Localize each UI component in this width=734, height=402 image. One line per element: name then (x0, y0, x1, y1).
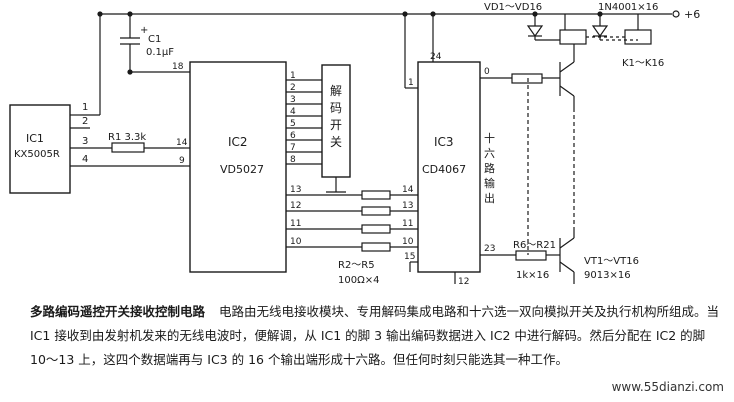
capacitor-polarity: + (140, 25, 148, 36)
dip-pin-7: 7 (290, 143, 296, 153)
ic1-pin-2: 2 (82, 116, 88, 127)
ic2-pin-11: 11 (290, 219, 301, 229)
dip-pin-5: 5 (290, 119, 296, 129)
r6-r21-value: 1k×16 (516, 270, 549, 281)
dip-pin-8: 8 (290, 155, 296, 165)
ic3-name: IC3 (434, 135, 454, 149)
ic3-pin-15: 15 (404, 252, 415, 262)
r2-r5-value: 100Ω×4 (338, 275, 379, 286)
ic3-pin-23: 23 (484, 244, 495, 254)
mux-out-char-4: 输 (484, 176, 495, 190)
r2-r5-name: R2～R5 (338, 260, 375, 271)
relays-label: K1～K16 (622, 58, 664, 69)
transistor-name: VT1～VT16 (584, 256, 639, 267)
ic2-pin-12: 12 (290, 201, 301, 211)
dip-label-char-3: 开 (330, 118, 342, 132)
mux-out-char-5: 出 (484, 191, 495, 205)
capacitor-value: 0.1μF (146, 47, 174, 58)
ic3-pin-12: 12 (458, 277, 469, 287)
ic2-pin-10: 10 (290, 237, 302, 247)
diodes-vd-label: VD1～VD16 (484, 2, 542, 13)
caption-title: 多路编码遥控开关接收控制电路 (30, 304, 206, 319)
ic3-pin-10: 10 (402, 237, 414, 247)
ic2-pin-13: 13 (290, 185, 301, 195)
ic3-pin-11: 11 (402, 219, 413, 229)
watermark: www.55dianzi.com (611, 380, 724, 394)
mux-out-char-1: 十 (484, 131, 495, 145)
caption: 多路编码遥控开关接收控制电路电路由无线电接收模块、专用解码集成电路和十六选一双向… (30, 300, 720, 372)
dip-label-char-4: 关 (330, 135, 342, 149)
dip-pin-4: 4 (290, 107, 296, 117)
capacitor-name: C1 (148, 34, 161, 45)
ic3-pin-0: 0 (484, 67, 490, 77)
dip-pin-2: 2 (290, 83, 296, 93)
r6-r21-name: R6～R21 (513, 240, 556, 251)
dip-label-char-2: 码 (330, 101, 342, 115)
dip-pin-6: 6 (290, 131, 296, 141)
diodes-1n-label: 1N4001×16 (598, 2, 658, 13)
ic2-part: VD5027 (220, 163, 264, 176)
ic1-pin-1: 1 (82, 102, 88, 113)
ic2-pin-14: 14 (176, 138, 188, 148)
dip-pin-3: 3 (290, 95, 296, 105)
caption-text: 电路由无线电接收模块、专用解码集成电路和十六选一双向模拟开关及执行机构所组成。当… (30, 304, 720, 367)
ic3-pin-1: 1 (408, 78, 414, 88)
dip-pin-1: 1 (290, 71, 296, 81)
ic3-pin-24: 24 (430, 52, 442, 62)
ic1-pin-3: 3 (82, 136, 88, 147)
ic3-pin-13: 13 (402, 201, 413, 211)
ic1-pin-4: 4 (82, 154, 88, 165)
ic1-part: KX5005R (14, 149, 60, 160)
mux-out-char-3: 路 (484, 162, 495, 175)
ic1-name: IC1 (26, 132, 44, 145)
mux-out-char-2: 六 (484, 147, 495, 160)
r1-label: R1 3.3k (108, 132, 146, 143)
ic2-pin-18: 18 (172, 62, 184, 72)
ic3-part: CD4067 (422, 163, 466, 176)
supply-label: +6 (684, 8, 700, 21)
ic2-name: IC2 (228, 135, 248, 149)
dip-label-char-1: 解 (330, 84, 342, 98)
ic2-pin-9: 9 (179, 156, 185, 166)
transistor-part: 9013×16 (584, 270, 631, 281)
ic3-pin-14: 14 (402, 185, 414, 195)
